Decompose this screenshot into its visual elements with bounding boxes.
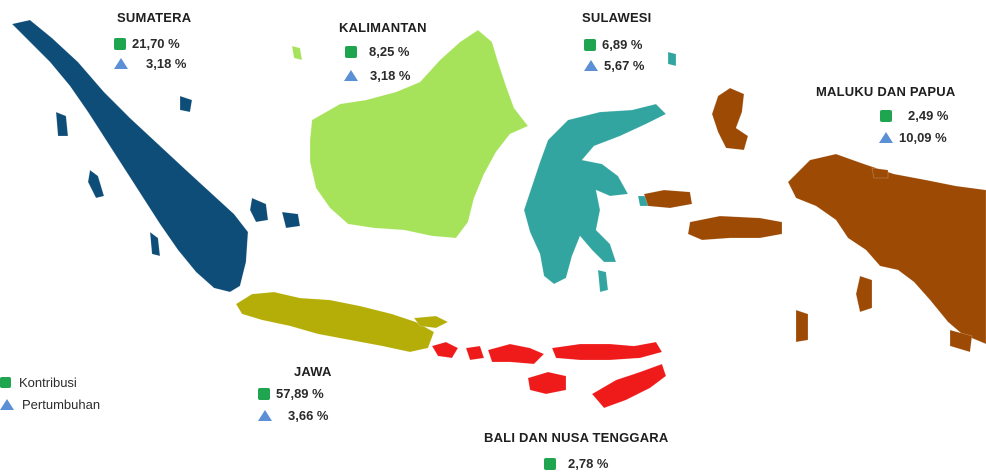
kontribusi-square-icon: [880, 109, 892, 122]
sumatera-pertumbuhan-value: 3,18 %: [146, 56, 187, 71]
sumatera-name: SUMATERA: [117, 10, 192, 25]
region-bali-nusa-tenggara: [431, 341, 667, 409]
kontribusi-square-icon: [544, 457, 556, 470]
kalimantan-kontribusi: 8,25 %: [345, 44, 409, 59]
maluku-papua-kontribusi: 2,49 %: [880, 108, 948, 123]
pertumbuhan-triangle-icon: [114, 58, 128, 69]
kalimantan-pertumbuhan-value: 3,18 %: [370, 68, 411, 83]
kalimantan-mainland: [309, 29, 529, 239]
kalimantan-kontribusi-value: 8,25 %: [369, 44, 410, 59]
region-kalimantan: [291, 29, 529, 239]
papua-frederik-hendrik: [949, 329, 973, 353]
sulawesi-name: SULAWESI: [582, 10, 652, 25]
sumatera-nias: [55, 111, 69, 137]
timor-island: [591, 363, 667, 409]
sulawesi-kontribusi-value: 6,89 %: [602, 37, 643, 52]
kalimantan-pertumbuhan: 3,18 %: [344, 68, 410, 83]
region-jawa: [235, 291, 449, 353]
legend-kontribusi-label: Kontribusi: [19, 375, 77, 390]
sumatera-kontribusi-value: 21,70 %: [132, 36, 180, 51]
maluku-papua-kontribusi-value: 2,49 %: [908, 108, 949, 123]
papua-biak: [871, 167, 889, 179]
region-maluku-papua: [643, 87, 986, 353]
sumatera-mainland: [11, 19, 249, 293]
jawa-madura: [413, 315, 449, 329]
bali-island: [431, 341, 459, 359]
jawa-name: JAWA: [294, 364, 332, 379]
kontribusi-square-icon: [584, 38, 596, 51]
maluku-tanimbar: [795, 309, 809, 343]
maluku-papua-name: MALUKU DAN PAPUA: [816, 84, 956, 99]
jawa-kontribusi-value: 57,89 %: [276, 386, 324, 401]
sumatera-pertumbuhan: 3,18 %: [114, 56, 186, 71]
legend-kontribusi: Kontribusi: [0, 375, 77, 390]
lombok-island: [465, 345, 485, 361]
jawa-pertumbuhan-value: 3,66 %: [288, 408, 329, 423]
region-sumatera: [11, 19, 301, 293]
sumatera-belitung: [281, 211, 301, 229]
region-sulawesi: [523, 51, 677, 293]
sulawesi-buton: [597, 269, 609, 293]
kalimantan-natuna: [291, 45, 303, 61]
legend-pertumbuhan-label: Pertumbuhan: [22, 397, 101, 412]
bali-nt-kontribusi-value: 2,78 %: [568, 456, 609, 471]
sulawesi-pertumbuhan: 5,67 %: [584, 58, 644, 73]
maluku-halmahera: [711, 87, 749, 151]
pertumbuhan-triangle-icon: [584, 60, 598, 71]
jawa-pertumbuhan: 3,66 %: [258, 408, 328, 423]
maluku-buru: [643, 189, 693, 209]
maluku-seram: [687, 215, 783, 241]
sumatera-bangka: [249, 197, 269, 223]
sulawesi-sangihe: [667, 51, 677, 67]
maluku-aru: [855, 275, 873, 313]
legend-pertumbuhan: Pertumbuhan: [0, 397, 100, 412]
maluku-papua-pertumbuhan: 10,09 %: [879, 130, 947, 145]
sulawesi-mainland: [523, 103, 667, 285]
sumba-island: [527, 371, 567, 395]
jawa-kontribusi: 57,89 %: [258, 386, 324, 401]
sumatera-riau: [179, 95, 193, 113]
bali-nt-name: BALI DAN NUSA TENGGARA: [484, 430, 669, 445]
pertumbuhan-triangle-icon: [344, 70, 358, 81]
pertumbuhan-triangle-icon: [879, 132, 893, 143]
jawa-mainland: [235, 291, 435, 353]
sulawesi-pertumbuhan-value: 5,67 %: [604, 58, 645, 73]
kalimantan-name: KALIMANTAN: [339, 20, 427, 35]
sumbawa-island: [487, 343, 545, 365]
sumatera-enggano: [149, 231, 161, 257]
kontribusi-square-icon: [258, 387, 270, 400]
flores-island: [551, 341, 663, 361]
pertumbuhan-triangle-icon: [258, 410, 272, 421]
kontribusi-square-icon: [345, 45, 357, 58]
pertumbuhan-triangle-icon: [0, 399, 14, 410]
kontribusi-square-icon: [0, 377, 11, 388]
kontribusi-square-icon: [114, 37, 126, 50]
papua-mainland: [787, 153, 986, 345]
sumatera-mentawai: [87, 169, 105, 199]
maluku-papua-pertumbuhan-value: 10,09 %: [899, 130, 947, 145]
sumatera-kontribusi: 21,70 %: [114, 36, 180, 51]
sulawesi-kontribusi: 6,89 %: [584, 37, 642, 52]
bali-nt-kontribusi: 2,78 %: [544, 456, 608, 471]
